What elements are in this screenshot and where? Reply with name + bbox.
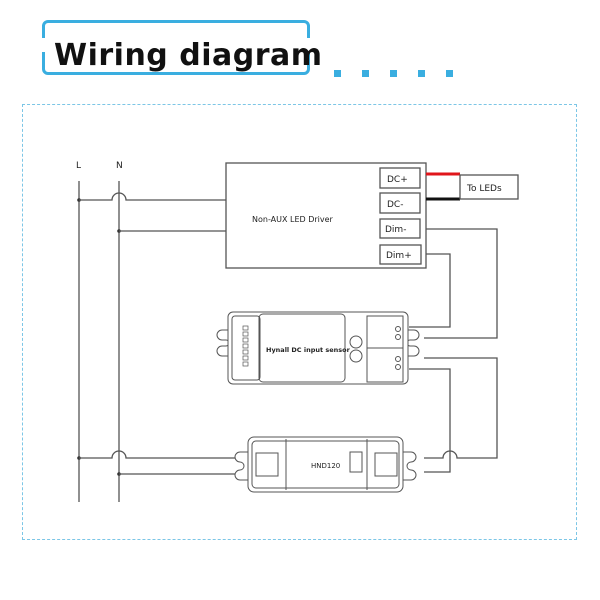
- terminal-dim-plus: Dim+: [386, 251, 412, 261]
- sensor-to-relay-wire-2: [409, 368, 451, 473]
- neutral-label: N: [116, 161, 123, 171]
- sensor-label: Hynall DC input sensor: [266, 346, 351, 354]
- sensor-to-relay-wire-1: [424, 357, 498, 459]
- diagram-frame: [22, 104, 577, 540]
- dim-plus-wire: [409, 253, 451, 328]
- live-to-driver-wire: [79, 192, 226, 201]
- terminal-dim-minus: Dim-: [385, 225, 406, 235]
- terminal-dc-plus: DC+: [387, 175, 408, 185]
- relay-label: HND120: [311, 462, 340, 470]
- live-to-relay-wire: [79, 450, 236, 459]
- leds-box: [459, 174, 519, 200]
- terminal-dc-minus: DC-: [387, 200, 403, 210]
- decorative-dots: [334, 70, 453, 77]
- page-title: Wiring diagram: [54, 38, 323, 73]
- leds-label: To LEDs: [466, 184, 502, 194]
- hnd120-relay: HND120: [234, 436, 417, 493]
- driver-label: Non-AUX LED Driver: [252, 215, 334, 224]
- dim-minus-wire: [424, 228, 498, 339]
- dc-input-sensor: Hynall DC input sensor: [216, 311, 420, 385]
- led-driver: Non-AUX LED Driver DC+ DC- Dim- Dim+: [225, 162, 427, 269]
- live-label: L: [76, 161, 81, 171]
